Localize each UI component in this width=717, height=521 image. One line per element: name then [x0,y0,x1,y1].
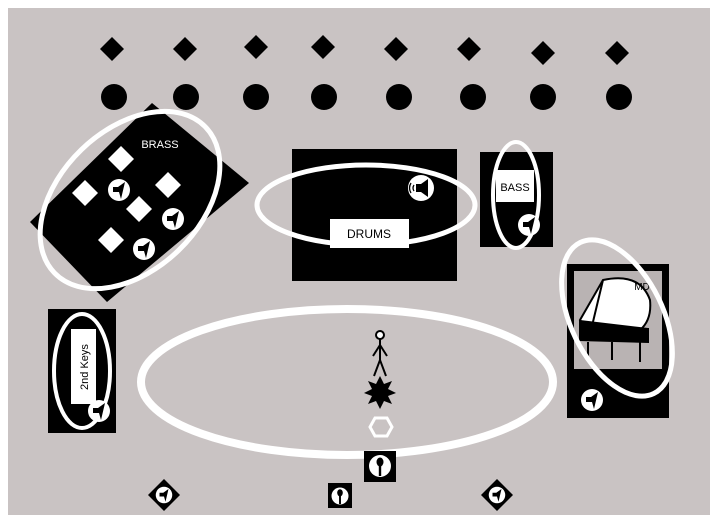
circle-icon [243,84,269,110]
circle-icon [460,84,486,110]
monitor-speaker-icon [108,179,130,201]
monitor-speaker-icon [518,214,540,236]
bass-section: BASS [480,142,553,248]
circle-icon [530,84,556,110]
monitor-speaker-icon [162,208,184,230]
drums-label: DRUMS [347,227,391,241]
second-keys-section: 2nd Keys [48,309,116,433]
circle-icon [606,84,632,110]
brass-label: BRASS [141,139,178,151]
monitor-speaker-icon [408,175,434,201]
monitor-speaker-icon [156,487,173,504]
monitor-speaker-icon [489,487,506,504]
monitor-speaker-icon [133,238,155,260]
circle-icon [311,84,337,110]
microphone-icon [364,451,396,482]
front-mic-center [328,483,352,508]
circle-icon [101,84,127,110]
bass-label: BASS [500,182,529,194]
md-label: MD [634,282,650,293]
circle-icon [173,84,199,110]
monitor-speaker-icon [88,400,110,422]
monitor-speaker-icon [581,389,603,411]
second-keys-label: 2nd Keys [79,344,91,390]
circle-icon [386,84,412,110]
